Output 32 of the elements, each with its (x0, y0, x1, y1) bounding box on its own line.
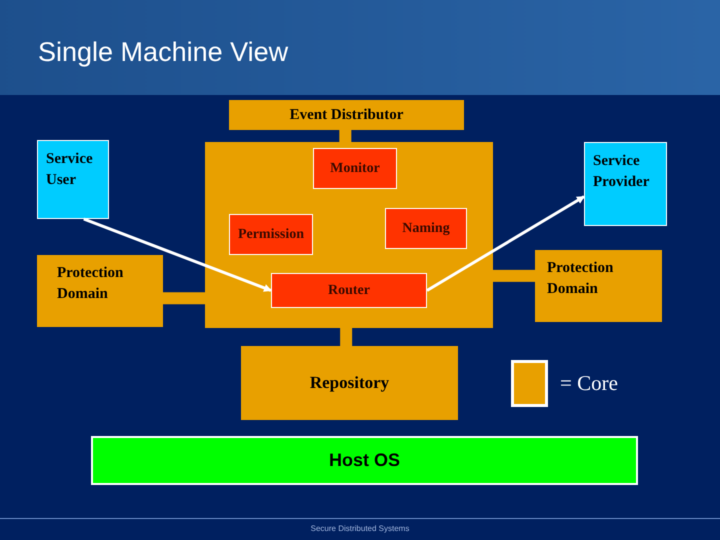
component-box (229, 214, 313, 255)
domain-box (535, 250, 662, 322)
connector-bar (493, 270, 535, 282)
actor-box (37, 140, 109, 219)
slide-title: Single Machine View (38, 36, 288, 69)
host-os-bar (91, 436, 638, 485)
connector-bar (163, 292, 205, 304)
box-label: Permission (238, 226, 304, 244)
component-box (271, 273, 427, 308)
box-label: Protection Domain (57, 264, 124, 304)
box-label: Router (328, 282, 370, 300)
box-label: Service Provider (593, 152, 650, 192)
box-label: Service User (46, 150, 94, 190)
legend-label: = Core (560, 370, 618, 397)
component-box (385, 208, 467, 249)
arrow (426, 195, 585, 292)
box-label: Monitor (330, 160, 380, 178)
connector-bar (339, 130, 352, 142)
footer-text: Secure Distributed Systems (310, 523, 410, 535)
box-label: Protection Domain (547, 259, 614, 299)
core-box (205, 142, 493, 328)
connector-bar (340, 328, 352, 346)
component-box (241, 346, 458, 420)
box-label: Naming (402, 220, 450, 238)
actor-box (584, 142, 667, 226)
domain-box (37, 255, 163, 327)
box-label: Host OS (328, 449, 400, 472)
box-label: Repository (310, 372, 390, 394)
box-label: Event Distributor (290, 106, 404, 125)
component-box (229, 100, 464, 130)
arrow (83, 218, 272, 292)
component-box (313, 148, 397, 189)
